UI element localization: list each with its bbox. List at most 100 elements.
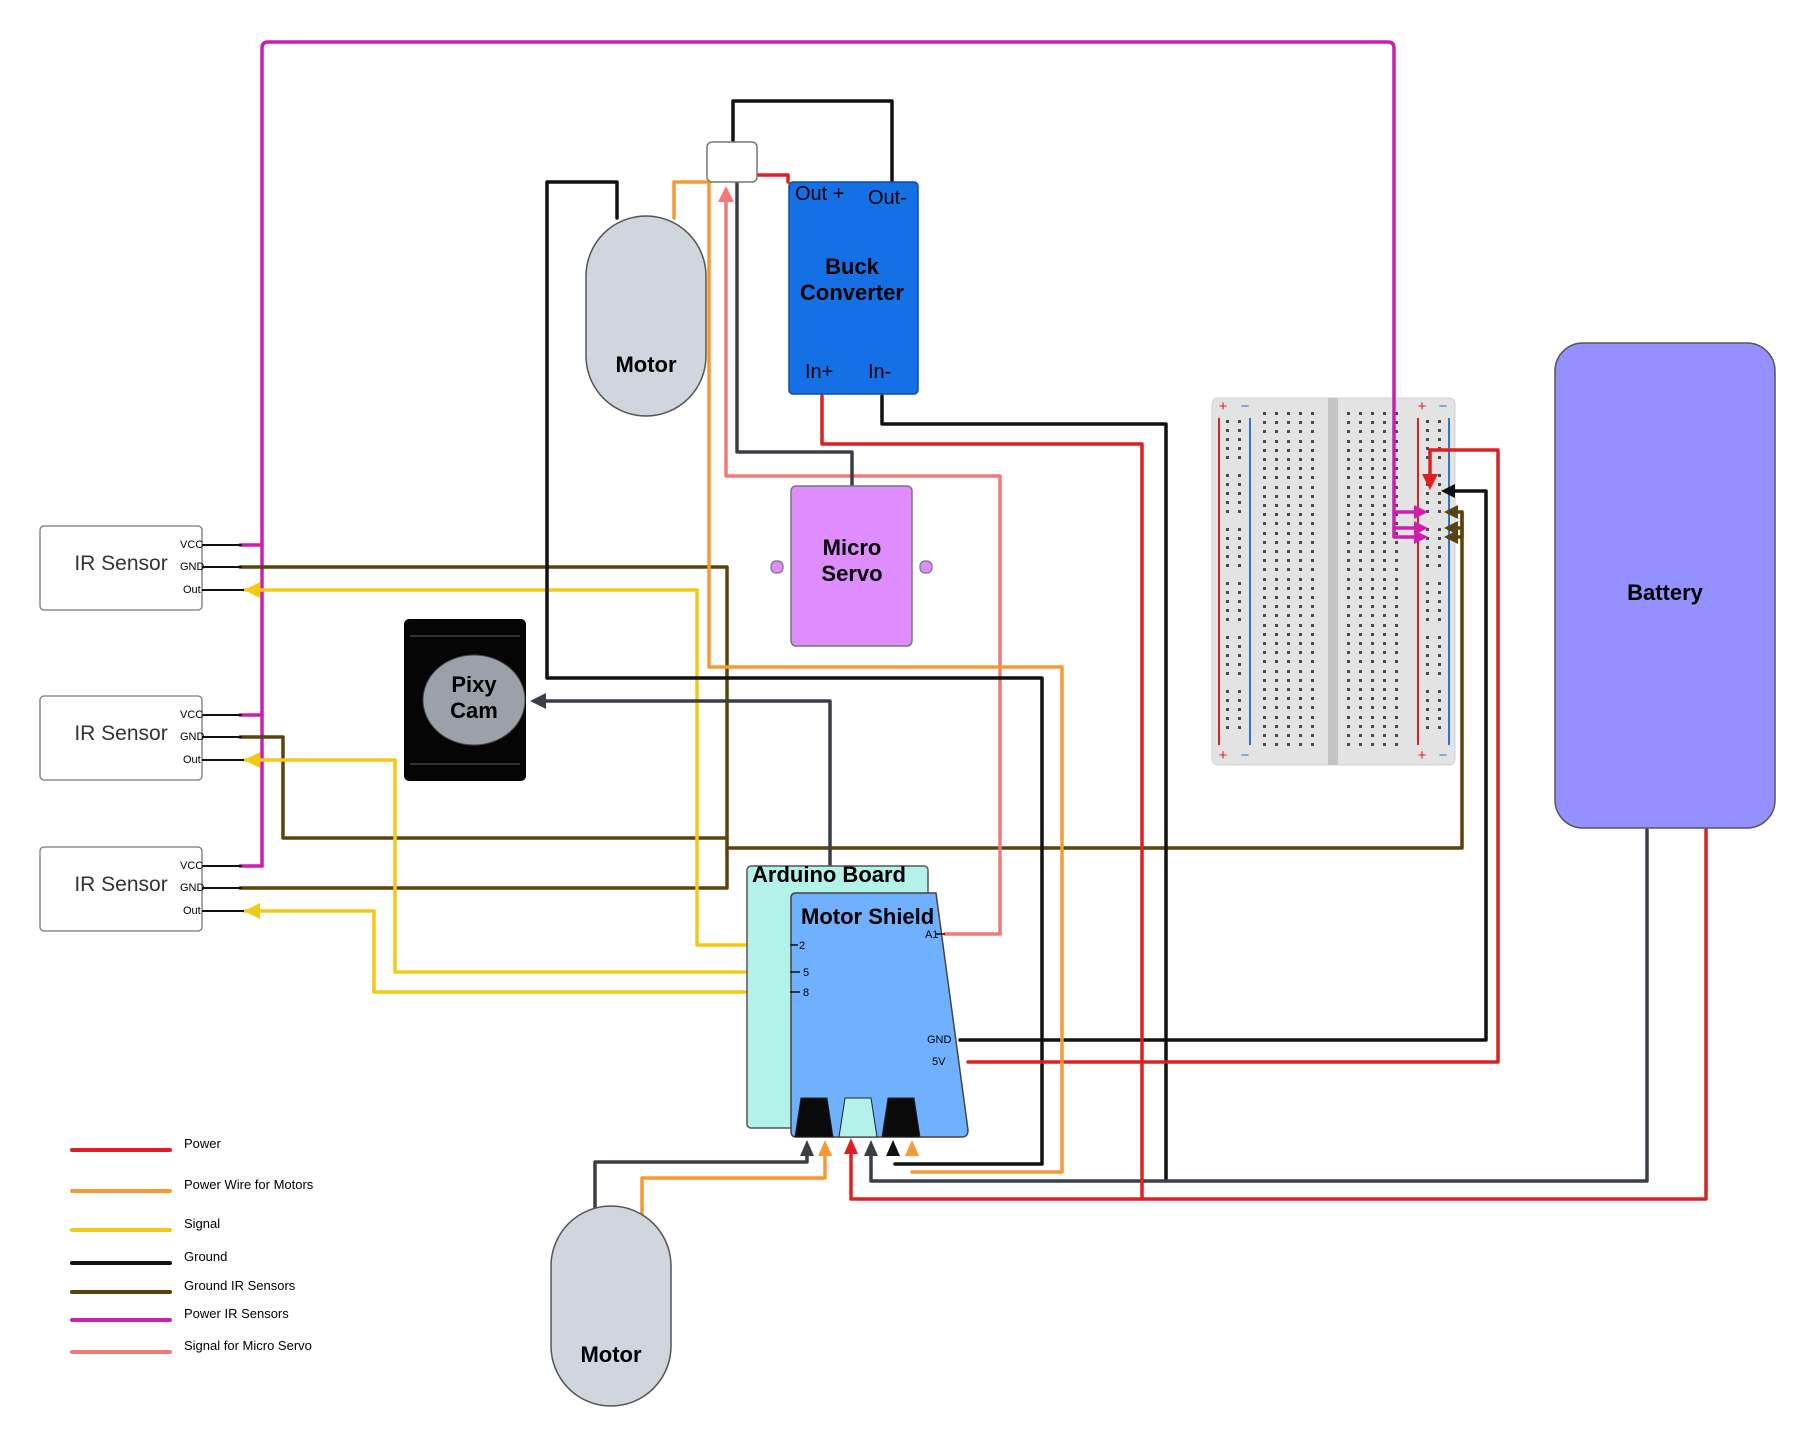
legend-label-power-motors: Power Wire for Motors [184,1177,314,1192]
arrow-head [244,752,260,768]
arrow-head [1414,505,1428,519]
ir-sensor-1: IR Sensor VCC GND Out [39,525,205,611]
legend-label-ground: Ground [184,1249,227,1264]
arrow-heads [244,186,1458,1156]
wire-switch-buck [755,173,790,184]
arrow-head [244,582,260,598]
breadboard-minus-label: − [1439,747,1448,764]
breadboard: + − + − + − + − [1211,397,1456,766]
wire-signal-servo [724,194,1002,936]
power-switch [706,141,758,183]
buck-converter: Out + Out- Buck Converter In+ In- [788,181,919,395]
motor-shield-label: Motor Shield [801,904,934,929]
terminal-block [881,1097,921,1138]
arrow-head [864,1140,878,1156]
wire-signal-sensor1 [242,588,792,947]
ir-sensor-1-gnd: GND [180,561,205,573]
terminal-block [838,1097,878,1138]
wire-shield-gnd-bb [958,489,1488,1042]
arrow-head [800,1140,814,1156]
breadboard-minus-label: − [1241,747,1250,764]
wire-motor-bottom-power [640,1148,827,1216]
motor-top: Motor [585,215,707,417]
breadboard-plus-label: + [1418,398,1427,415]
wire-signal-sensor3 [242,909,792,994]
ir-sensor-2-label: IR Sensor [74,722,167,745]
ir-sensor-1-label: IR Sensor [74,552,167,575]
shield-pin-a1: A1 [925,929,938,941]
ir-sensor-3-gnd: GND [180,882,205,894]
wire-battery-power [849,828,1708,1201]
buck-in-plus-label: In+ [805,361,833,383]
wire-motor-top-power [672,180,1064,1174]
motor-bottom: Motor [550,1205,672,1407]
shield-leads [790,933,945,993]
wires [238,40,1708,1216]
arrow-head [844,1138,858,1154]
arrow-head [1422,474,1438,490]
ir-sensor-3-vcc: VCC [180,860,203,872]
wire-buck-out-switch [731,99,894,184]
shield-pin-8: 8 [803,987,809,999]
wire-motor-bottom-ground [593,1148,809,1216]
wire-buck-in-minus [880,394,1168,1183]
shield-pin-5v: 5V [932,1056,946,1068]
legend-label-ground-ir: Ground IR Sensors [184,1278,296,1293]
ir-sensor-2: IR Sensor VCC GND Out [39,695,205,781]
motor-shield: Motor Shield A1 2 5 8 GND 5V [790,892,969,1138]
arrow-head [1444,521,1458,535]
ir-sensor-2-gnd: GND [180,731,205,743]
buck-out-minus-label: Out- [868,187,907,209]
breadboard-plus-label: + [1219,398,1228,415]
wire-power-ir-bb-3 [1392,526,1420,539]
wire-signal-sensor2 [242,758,792,974]
arrow-head [1444,505,1458,519]
ir-sensor-3-label: IR Sensor [74,873,167,896]
buck-out-plus-label: Out + [795,183,844,205]
arrow-head [244,903,260,919]
pixy-title-line2: Cam [450,698,498,723]
wire-battery-ground [869,828,1649,1183]
breadboard-plus-label: + [1219,747,1228,764]
motor-bottom-label: Motor [580,1342,642,1367]
battery-label: Battery [1627,580,1704,605]
ir-sensor-3: IR Sensor VCC GND Out [39,846,205,932]
buck-in-minus-label: In- [868,361,891,383]
ir-sensor-2-out: Out [183,754,201,766]
wire-ground-ir-sensor3 [238,846,729,890]
arrow-head [718,186,734,202]
breadboard-minus-label: − [1241,398,1250,415]
arrow-head [818,1140,832,1156]
arduino-board-label: Arduino Board [752,862,906,887]
shield-pin-5: 5 [803,967,809,979]
wire-shield-5v-bb [966,448,1500,1064]
pixy-cam: Pixy Cam [404,619,526,781]
breadboard-minus-label: − [1439,398,1448,415]
motor-top-label: Motor [615,352,677,377]
ir-sensor-2-vcc: VCC [180,709,203,721]
arrow-head [1444,530,1458,544]
ir-sensor-leads [202,544,244,912]
shield-pin-2: 2 [799,940,805,952]
battery: Battery [1554,342,1776,829]
servo-title-line1: Micro [823,535,882,560]
arrow-head [905,1140,919,1156]
wire-power-ir-main [260,40,1420,868]
breadboard-plus-label: + [1418,747,1427,764]
buck-title-line1: Buck [825,254,880,279]
servo-title-line2: Servo [821,561,882,586]
wire-buck-in-plus [820,394,1144,1201]
ir-sensor-1-out: Out [183,584,201,596]
ir-sensor-3-out: Out [183,905,201,917]
arrow-head [1441,484,1455,498]
micro-servo: Micro Servo [770,485,933,647]
shield-pin-gnd: GND [927,1034,952,1046]
terminal-block [794,1097,834,1138]
wire-switch-servo-ground [735,180,854,489]
legend-label-signal: Signal [184,1216,220,1231]
legend-label-power: Power [184,1136,222,1151]
wire-motor-top-ground [545,180,1044,1166]
wire-ground-ir-sensor2 [238,735,729,840]
